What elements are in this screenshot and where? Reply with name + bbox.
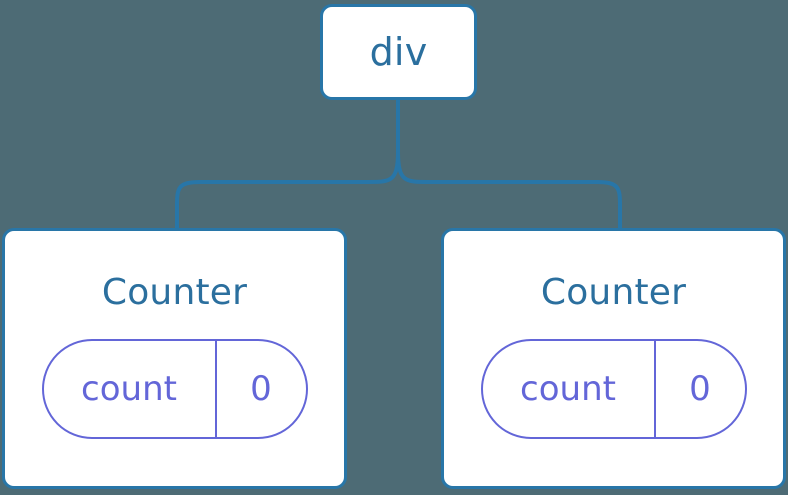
node-counter-right[interactable]: Counter count 0 [441, 228, 786, 489]
state-pill-left[interactable]: count 0 [41, 339, 308, 439]
state-pill-right-value: 0 [689, 369, 711, 409]
state-pill-left-key-cell: count [44, 341, 217, 437]
connector-branch-left [175, 151, 400, 232]
node-root-label: div [369, 30, 428, 74]
state-pill-left-value: 0 [250, 369, 272, 409]
state-pill-right-value-cell: 0 [656, 341, 745, 437]
node-counter-right-title: Counter [540, 272, 687, 313]
node-root-div[interactable]: div [320, 4, 477, 100]
node-counter-left-title: Counter [101, 272, 248, 313]
node-counter-left[interactable]: Counter count 0 [2, 228, 347, 489]
state-pill-right[interactable]: count 0 [480, 339, 747, 439]
state-pill-left-value-cell: 0 [217, 341, 306, 437]
state-pill-right-key: count [520, 369, 616, 409]
state-pill-left-key: count [81, 369, 177, 409]
state-pill-right-key-cell: count [483, 341, 656, 437]
connector-branch-right [396, 151, 622, 232]
